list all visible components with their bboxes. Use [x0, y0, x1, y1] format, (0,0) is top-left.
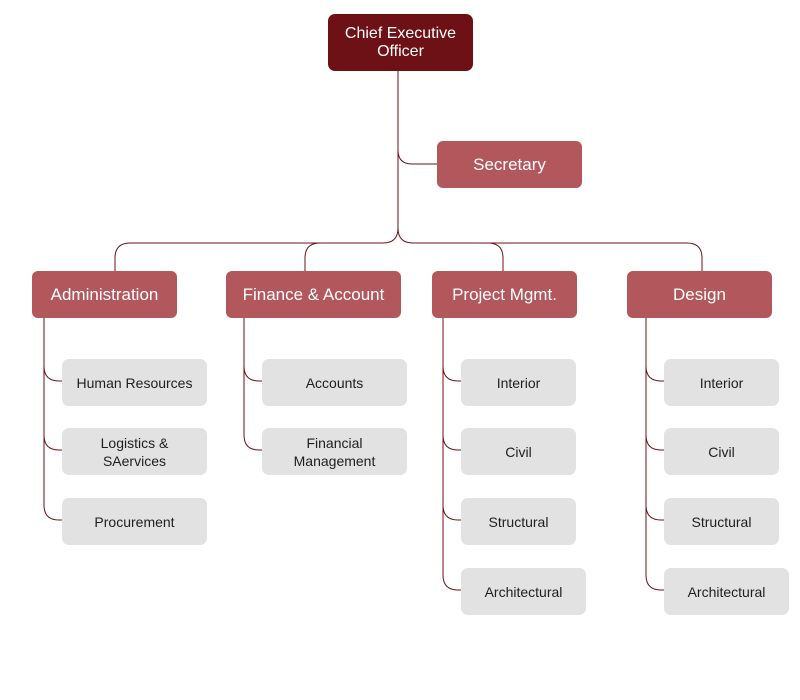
design-branch-3: [645, 504, 664, 521]
unit-project-structural[interactable]: Structural: [461, 498, 576, 545]
admin-branch-1: [43, 365, 62, 382]
project-branch-3: [442, 504, 461, 521]
design-branch-1: [645, 365, 664, 382]
project-branch-2: [442, 434, 461, 451]
bus-administration: [114, 227, 399, 272]
unit-design-structural[interactable]: Structural: [664, 498, 779, 545]
admin-branch-2: [43, 434, 62, 451]
finance-branch-1: [243, 365, 262, 382]
design-branch-4: [645, 574, 664, 591]
bus-project: [397, 227, 504, 272]
unit-project-architectural[interactable]: Architectural: [461, 568, 586, 615]
department-administration[interactable]: Administration: [32, 271, 177, 318]
project-branch-1: [442, 365, 461, 382]
design-branch-2: [645, 434, 664, 451]
unit-project-interior[interactable]: Interior: [461, 359, 576, 406]
bus-finance: [304, 242, 321, 272]
secretary-connector: [397, 149, 437, 165]
unit-design-interior[interactable]: Interior: [664, 359, 779, 406]
unit-logistics-services[interactable]: Logistics & SAervices: [62, 428, 207, 475]
unit-design-architectural[interactable]: Architectural: [664, 568, 789, 615]
project-branch-4: [442, 574, 461, 591]
department-finance-account[interactable]: Finance & Account: [226, 271, 401, 318]
ceo-box[interactable]: Chief Executive Officer: [328, 14, 473, 71]
bus-design: [490, 242, 703, 272]
unit-accounts[interactable]: Accounts: [262, 359, 407, 406]
department-design[interactable]: Design: [627, 271, 772, 318]
unit-human-resources[interactable]: Human Resources: [62, 359, 207, 406]
unit-financial-management[interactable]: Financial Management: [262, 428, 407, 475]
department-project-mgmt[interactable]: Project Mgmt.: [432, 271, 577, 318]
unit-project-civil[interactable]: Civil: [461, 428, 576, 475]
unit-procurement[interactable]: Procurement: [62, 498, 207, 545]
finance-branch-2: [243, 434, 262, 451]
admin-branch-3: [43, 504, 62, 521]
unit-design-civil[interactable]: Civil: [664, 428, 779, 475]
secretary-box[interactable]: Secretary: [437, 141, 582, 188]
